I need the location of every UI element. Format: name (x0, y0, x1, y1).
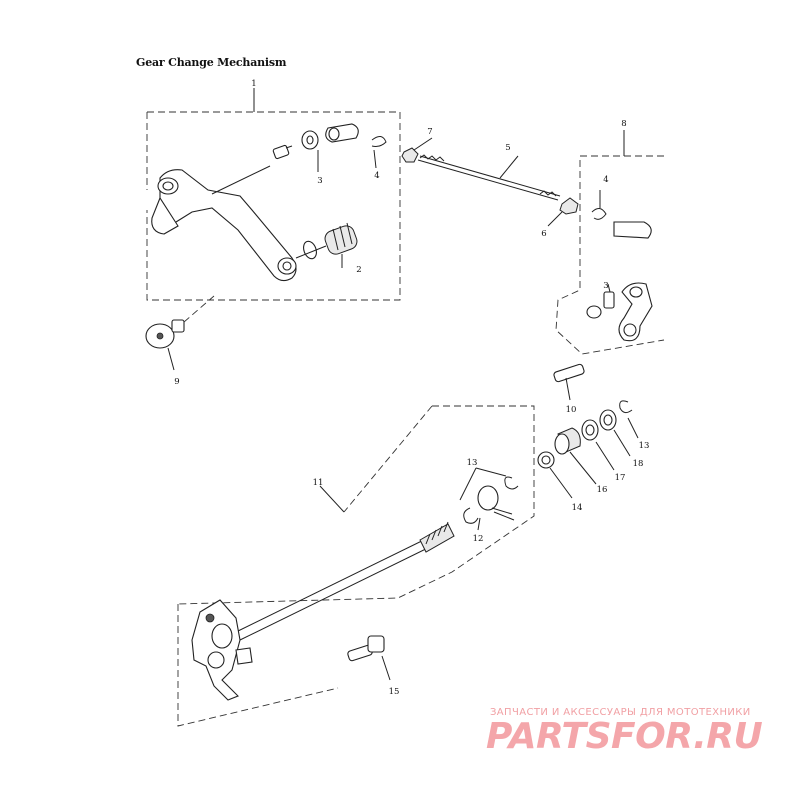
callout-15: 15 (389, 687, 400, 697)
rod-end-joint (325, 123, 387, 169)
stopper-pin (347, 635, 391, 681)
callout-16: 16 (597, 485, 608, 495)
callout-12: 12 (473, 534, 484, 544)
callout-17: 17 (615, 473, 626, 483)
gear-lever (151, 165, 297, 282)
footrest-rubber (295, 222, 358, 268)
watermark-logo: PARTSFOR.RU (486, 716, 763, 757)
callout-9: 9 (174, 377, 179, 387)
callout-5: 5 (505, 143, 510, 153)
callout-4b: 4 (603, 175, 608, 185)
group-box-8 (555, 130, 665, 355)
callout-7: 7 (427, 127, 432, 137)
callout-18: 18 (633, 459, 644, 469)
clip-and-spring (459, 467, 519, 531)
watermark-tagline: ЗАПЧАСТИ И АКСЕССУАРЫ ДЛЯ МОТОТЕХНИКИ (490, 707, 751, 718)
callout-8: 8 (621, 119, 626, 129)
callout-3b: 3 (603, 281, 608, 291)
callout-1: 1 (251, 79, 256, 89)
callout-13b: 13 (467, 458, 478, 468)
callout-11: 11 (313, 478, 324, 488)
washer-stack (537, 400, 639, 499)
bush-and-bolt (272, 130, 319, 172)
callout-labels: 1 2 3 4 5 6 7 8 4 3 9 10 13 18 17 16 14 … (174, 79, 649, 697)
pivot-bolt (145, 295, 215, 371)
gear-change-shaft (191, 521, 455, 701)
callout-3: 3 (317, 176, 322, 186)
bolt-10 (553, 363, 585, 401)
callout-13a: 13 (639, 441, 650, 451)
callout-6: 6 (541, 229, 546, 239)
callout-14: 14 (572, 503, 583, 513)
callout-4: 4 (374, 171, 379, 181)
group-box-11 (177, 405, 535, 727)
lower-lever-arm (586, 282, 653, 342)
nut-and-rod (401, 137, 579, 227)
callout-2: 2 (356, 265, 361, 275)
group-box-1 (146, 88, 401, 301)
callout-10: 10 (566, 405, 577, 415)
diagram-title: Gear Change Mechanism (136, 56, 287, 69)
